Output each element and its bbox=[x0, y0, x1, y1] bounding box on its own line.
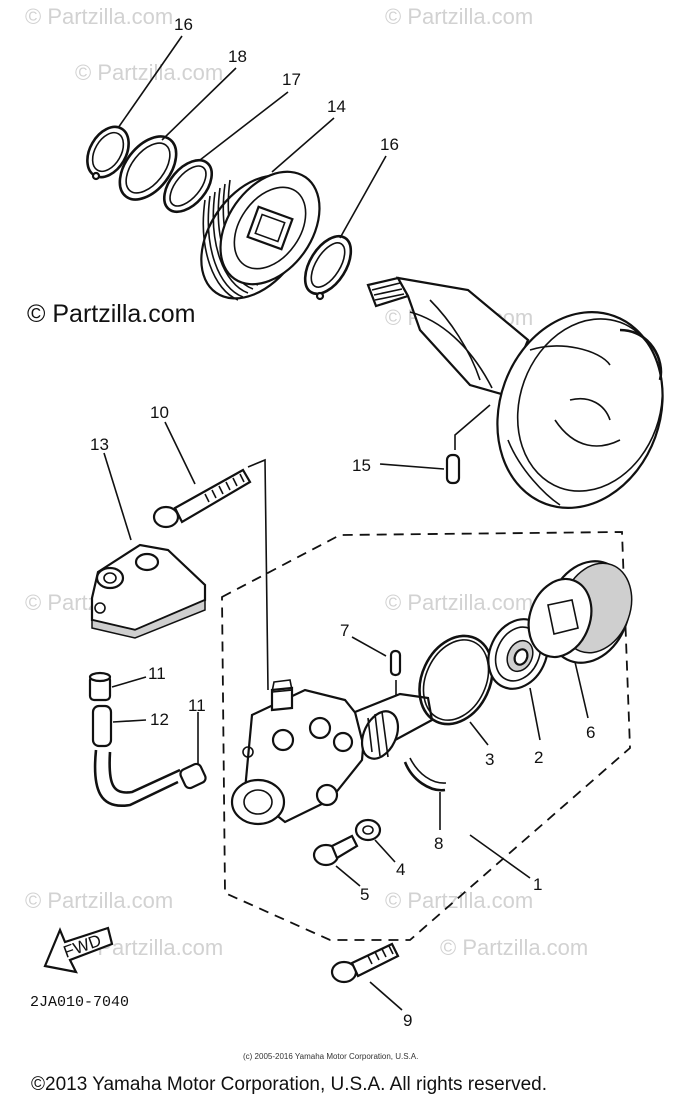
bolt-part-9 bbox=[330, 942, 403, 1011]
washer-part-4 bbox=[354, 818, 396, 863]
copyright-main: ©2013 Yamaha Motor Corporation, U.S.A. A… bbox=[31, 1074, 547, 1095]
oring-part-17 bbox=[162, 158, 214, 214]
watermark: © Partzilla.com bbox=[385, 590, 533, 615]
circlip-part-16-top bbox=[86, 125, 130, 181]
watermark-large: © Partzilla.com bbox=[27, 300, 195, 328]
clip-part-8 bbox=[403, 757, 447, 830]
callout-16: 16 bbox=[380, 135, 399, 154]
callout-1: 1 bbox=[533, 875, 542, 894]
callout-5: 5 bbox=[360, 885, 369, 904]
watermark: © Partzilla.com bbox=[385, 888, 533, 913]
ring-part-18 bbox=[118, 135, 178, 201]
forward-arrow-icon: FWD bbox=[43, 926, 114, 974]
watermark: © Partzilla.com bbox=[440, 935, 588, 960]
callout-11: 11 bbox=[188, 696, 206, 715]
callout-13: 13 bbox=[90, 435, 109, 454]
cover-plate-part-13 bbox=[90, 452, 207, 639]
watermark: © Partzilla.com bbox=[75, 60, 223, 85]
circlip-part-16-right bbox=[303, 234, 353, 301]
oring-part-3 bbox=[418, 634, 494, 746]
callout-11: 11 bbox=[148, 664, 166, 683]
callout-16: 16 bbox=[174, 15, 193, 34]
callout-17: 17 bbox=[282, 70, 301, 89]
bolt-part-5 bbox=[312, 834, 361, 887]
callout-12: 12 bbox=[150, 710, 169, 729]
watermark: © Partzilla.com bbox=[385, 4, 533, 29]
pin-part-7 bbox=[351, 636, 402, 706]
callout-10: 10 bbox=[150, 403, 169, 422]
pump-body bbox=[230, 679, 434, 826]
callout-8: 8 bbox=[434, 834, 443, 853]
callout-18: 18 bbox=[228, 47, 247, 66]
callout-4: 4 bbox=[396, 860, 405, 879]
callout-9: 9 bbox=[403, 1011, 412, 1030]
pulley-part-14 bbox=[200, 170, 321, 301]
callout-2: 2 bbox=[534, 748, 543, 767]
gear-part-6 bbox=[527, 560, 633, 719]
bolt-part-10 bbox=[152, 421, 269, 691]
callout-7: 7 bbox=[340, 621, 349, 640]
callout-3: 3 bbox=[485, 750, 494, 769]
callout-6: 6 bbox=[586, 723, 595, 742]
pin-part-15 bbox=[379, 404, 491, 485]
watermark: © Partzilla.com bbox=[25, 888, 173, 913]
watermark: © Partzilla.com bbox=[25, 4, 173, 29]
diagram-code: 2JA010-7040 bbox=[30, 994, 129, 1011]
callout-14: 14 bbox=[327, 97, 346, 116]
hose-assembly bbox=[88, 671, 207, 808]
copyright-small: (c) 2005-2016 Yamaha Motor Corporation, … bbox=[243, 1052, 418, 1061]
watermark-group: © Partzilla.com © Partzilla.com © Partzi… bbox=[25, 4, 588, 960]
shaft-assembly bbox=[366, 276, 664, 509]
callout-15: 15 bbox=[352, 456, 371, 475]
leader-part-1 bbox=[469, 834, 531, 879]
